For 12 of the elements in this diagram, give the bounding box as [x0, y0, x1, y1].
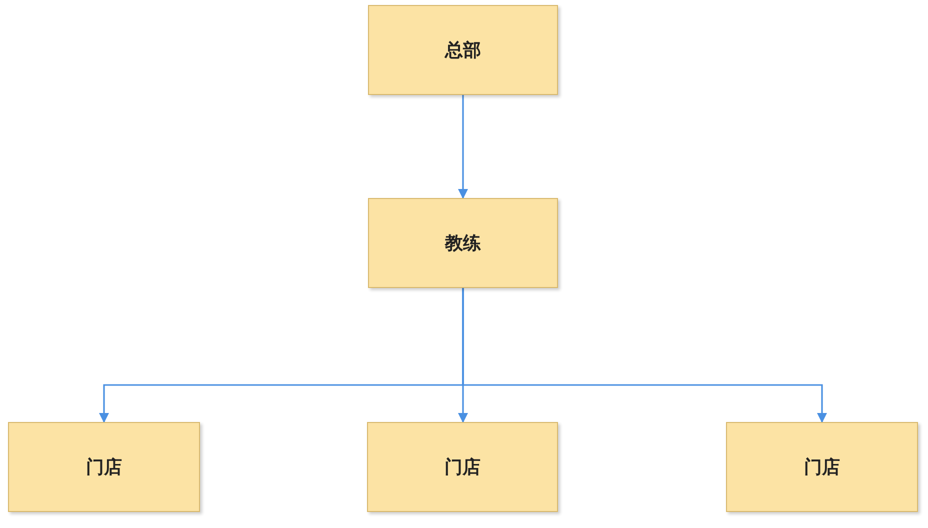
process-box [8, 422, 200, 512]
box-label: 门店 [444, 456, 480, 480]
box-label: 门店 [86, 456, 122, 480]
process-box [726, 422, 918, 512]
arrow [462, 288, 827, 423]
arrow [458, 95, 468, 199]
box-label: 总部 [445, 38, 481, 62]
process-box [368, 198, 558, 288]
box-label: 教练 [445, 232, 481, 256]
box-label: 门店 [804, 456, 840, 480]
process-box [368, 5, 558, 95]
process-box [367, 422, 558, 512]
